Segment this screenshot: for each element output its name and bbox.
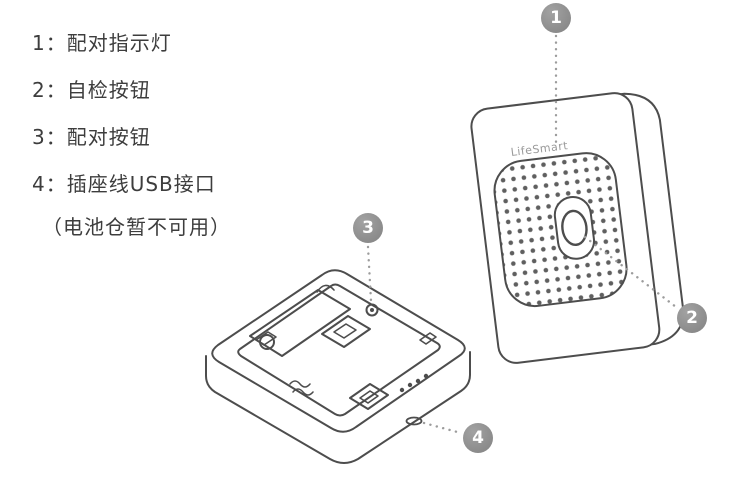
legend-item-4: 4：插座线USB接口 — [32, 172, 216, 196]
label-plate — [321, 315, 371, 348]
compartment-arc — [316, 284, 335, 293]
callout-badge-4: 4 — [463, 423, 493, 453]
usb-socket-inner — [359, 390, 379, 404]
legend-note: （电池仓暂不可用） — [42, 215, 231, 239]
leader-line-2 — [583, 235, 678, 309]
legend-item-2: 2：自检按钮 — [32, 78, 151, 102]
callout-badge-3: 3 — [353, 213, 383, 243]
compartment-tab — [419, 332, 437, 345]
legend-item-3: 3：配对按钮 — [32, 125, 151, 149]
molded-marking — [289, 380, 314, 396]
pairing-button-hole-center — [370, 308, 374, 312]
callout-badge-1: 1 — [541, 3, 571, 33]
callout-badge-2: 2 — [677, 303, 707, 333]
legend: 1：配对指示灯 2：自检按钮 3：配对按钮 4：插座线USB接口 （电池仓暂不可… — [32, 30, 231, 241]
leader-lines — [366, 34, 678, 435]
usb-socket — [349, 383, 389, 410]
self-check-button — [561, 209, 588, 247]
legend-item-1: 1：配对指示灯 — [32, 31, 172, 55]
battery-clip — [255, 331, 277, 346]
label-plate-inner — [333, 323, 357, 339]
battery-bay — [249, 289, 351, 357]
battery-compartment — [237, 283, 441, 417]
device-bottom-view — [205, 269, 471, 464]
pairing-button-hole — [365, 303, 379, 317]
usb-port — [405, 416, 423, 426]
contact-pins — [399, 373, 429, 393]
leader-line-3 — [366, 245, 373, 303]
leader-line-4 — [422, 421, 463, 435]
device-front-view: LifeSmart — [470, 92, 685, 364]
